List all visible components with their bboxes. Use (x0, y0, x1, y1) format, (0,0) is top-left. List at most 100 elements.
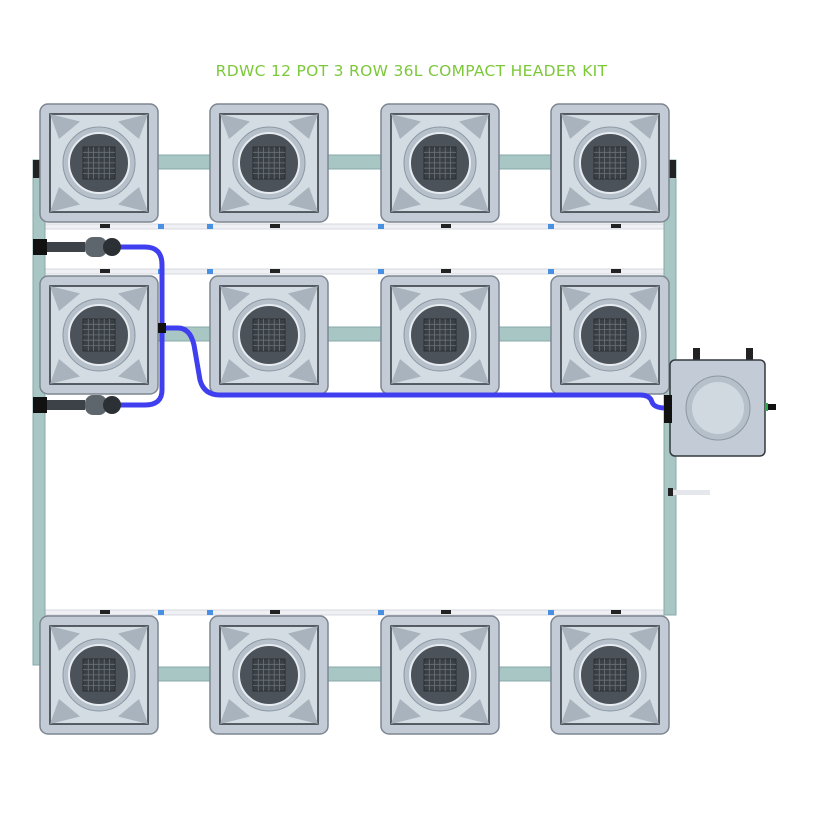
pump-coupling (47, 400, 85, 410)
pot-rib (391, 626, 421, 651)
pipe-clip (611, 269, 621, 273)
tank-post (693, 348, 700, 362)
pot-rib (50, 187, 80, 212)
pipe-clip (270, 224, 280, 228)
pipe-clip (611, 224, 621, 228)
pipe-joint (378, 269, 384, 274)
pot-rib (459, 626, 489, 651)
pipe-joint (378, 224, 384, 229)
pot-rib (50, 286, 80, 311)
return-line (44, 609, 668, 616)
pot (209, 103, 329, 223)
pipe-joint (548, 269, 554, 274)
pot-rib (118, 359, 148, 384)
pipe-clip (668, 488, 673, 496)
pot-rib (459, 187, 489, 212)
pump-coupling (47, 242, 85, 252)
pump-head (103, 238, 121, 256)
pipe-clip (441, 224, 451, 228)
pot-rib (561, 114, 591, 139)
pipe-clip (100, 224, 110, 228)
pipe-joint (158, 224, 164, 229)
pipe-joint (207, 224, 213, 229)
pot-rib (629, 286, 659, 311)
pot-rib (391, 187, 421, 212)
pot (39, 103, 159, 223)
pot-rib (220, 114, 250, 139)
pot (380, 103, 500, 223)
pot-rib (288, 626, 318, 651)
pot (39, 275, 159, 395)
hoses (33, 237, 667, 415)
pot-rib (50, 699, 80, 724)
pot-rib (118, 699, 148, 724)
pot-rib (561, 699, 591, 724)
pot-rib (629, 699, 659, 724)
pot-rib (288, 699, 318, 724)
header-inlet (664, 395, 672, 423)
pot-rib (220, 359, 250, 384)
return-line (44, 268, 668, 275)
pot (209, 615, 329, 735)
pipe-joint (378, 610, 384, 615)
pipe-clip (100, 269, 110, 273)
pot (380, 615, 500, 735)
pot-rib (50, 114, 80, 139)
pot-rib (629, 187, 659, 212)
pot (550, 275, 670, 395)
header-outlet-valve (765, 403, 768, 411)
pot-rib (118, 187, 148, 212)
pipe-joint (207, 269, 213, 274)
pot-rib (118, 114, 148, 139)
pot-rib (118, 286, 148, 311)
pipe-clip (270, 610, 280, 614)
pipe-joint (548, 224, 554, 229)
pipework (32, 154, 710, 682)
pot-rib (459, 359, 489, 384)
kit-title: RDWC 12 POT 3 ROW 36L COMPACT HEADER KIT (215, 62, 608, 80)
header-outlet (768, 404, 776, 410)
pot-rib (220, 699, 250, 724)
pot-rib (629, 359, 659, 384)
tank-post (746, 348, 753, 362)
return-line (44, 223, 668, 230)
pot-rib (220, 187, 250, 212)
pot-rib (459, 699, 489, 724)
pipe-joint (548, 610, 554, 615)
hose-fitting (158, 323, 166, 333)
pump-fitting (33, 397, 47, 413)
pot-rib (288, 187, 318, 212)
pump-body (85, 395, 107, 415)
pipe-clip (441, 610, 451, 614)
pot-rib (118, 626, 148, 651)
pipe-joint (207, 610, 213, 615)
pot-rib (459, 286, 489, 311)
header-tank-lid (692, 382, 744, 434)
pot (380, 275, 500, 395)
pot-rib (561, 626, 591, 651)
pot-rib (50, 626, 80, 651)
pot-rib (288, 114, 318, 139)
pot-rib (391, 114, 421, 139)
pot (550, 615, 670, 735)
pot-rib (391, 359, 421, 384)
pot-rib (220, 286, 250, 311)
pump-fitting (33, 239, 47, 255)
pot-rib (459, 114, 489, 139)
pot-rib (561, 286, 591, 311)
feed-hose (162, 325, 667, 411)
pot (209, 275, 329, 395)
pot-rib (391, 286, 421, 311)
pipe-joint (158, 610, 164, 615)
pump (33, 395, 121, 415)
pot-rib (561, 359, 591, 384)
pump-head (103, 396, 121, 414)
pot-rib (391, 699, 421, 724)
pipe-clip (611, 610, 621, 614)
pot-rib (561, 187, 591, 212)
pot-rib (629, 626, 659, 651)
pot-rib (288, 359, 318, 384)
pump (33, 237, 121, 257)
pot-rib (50, 359, 80, 384)
